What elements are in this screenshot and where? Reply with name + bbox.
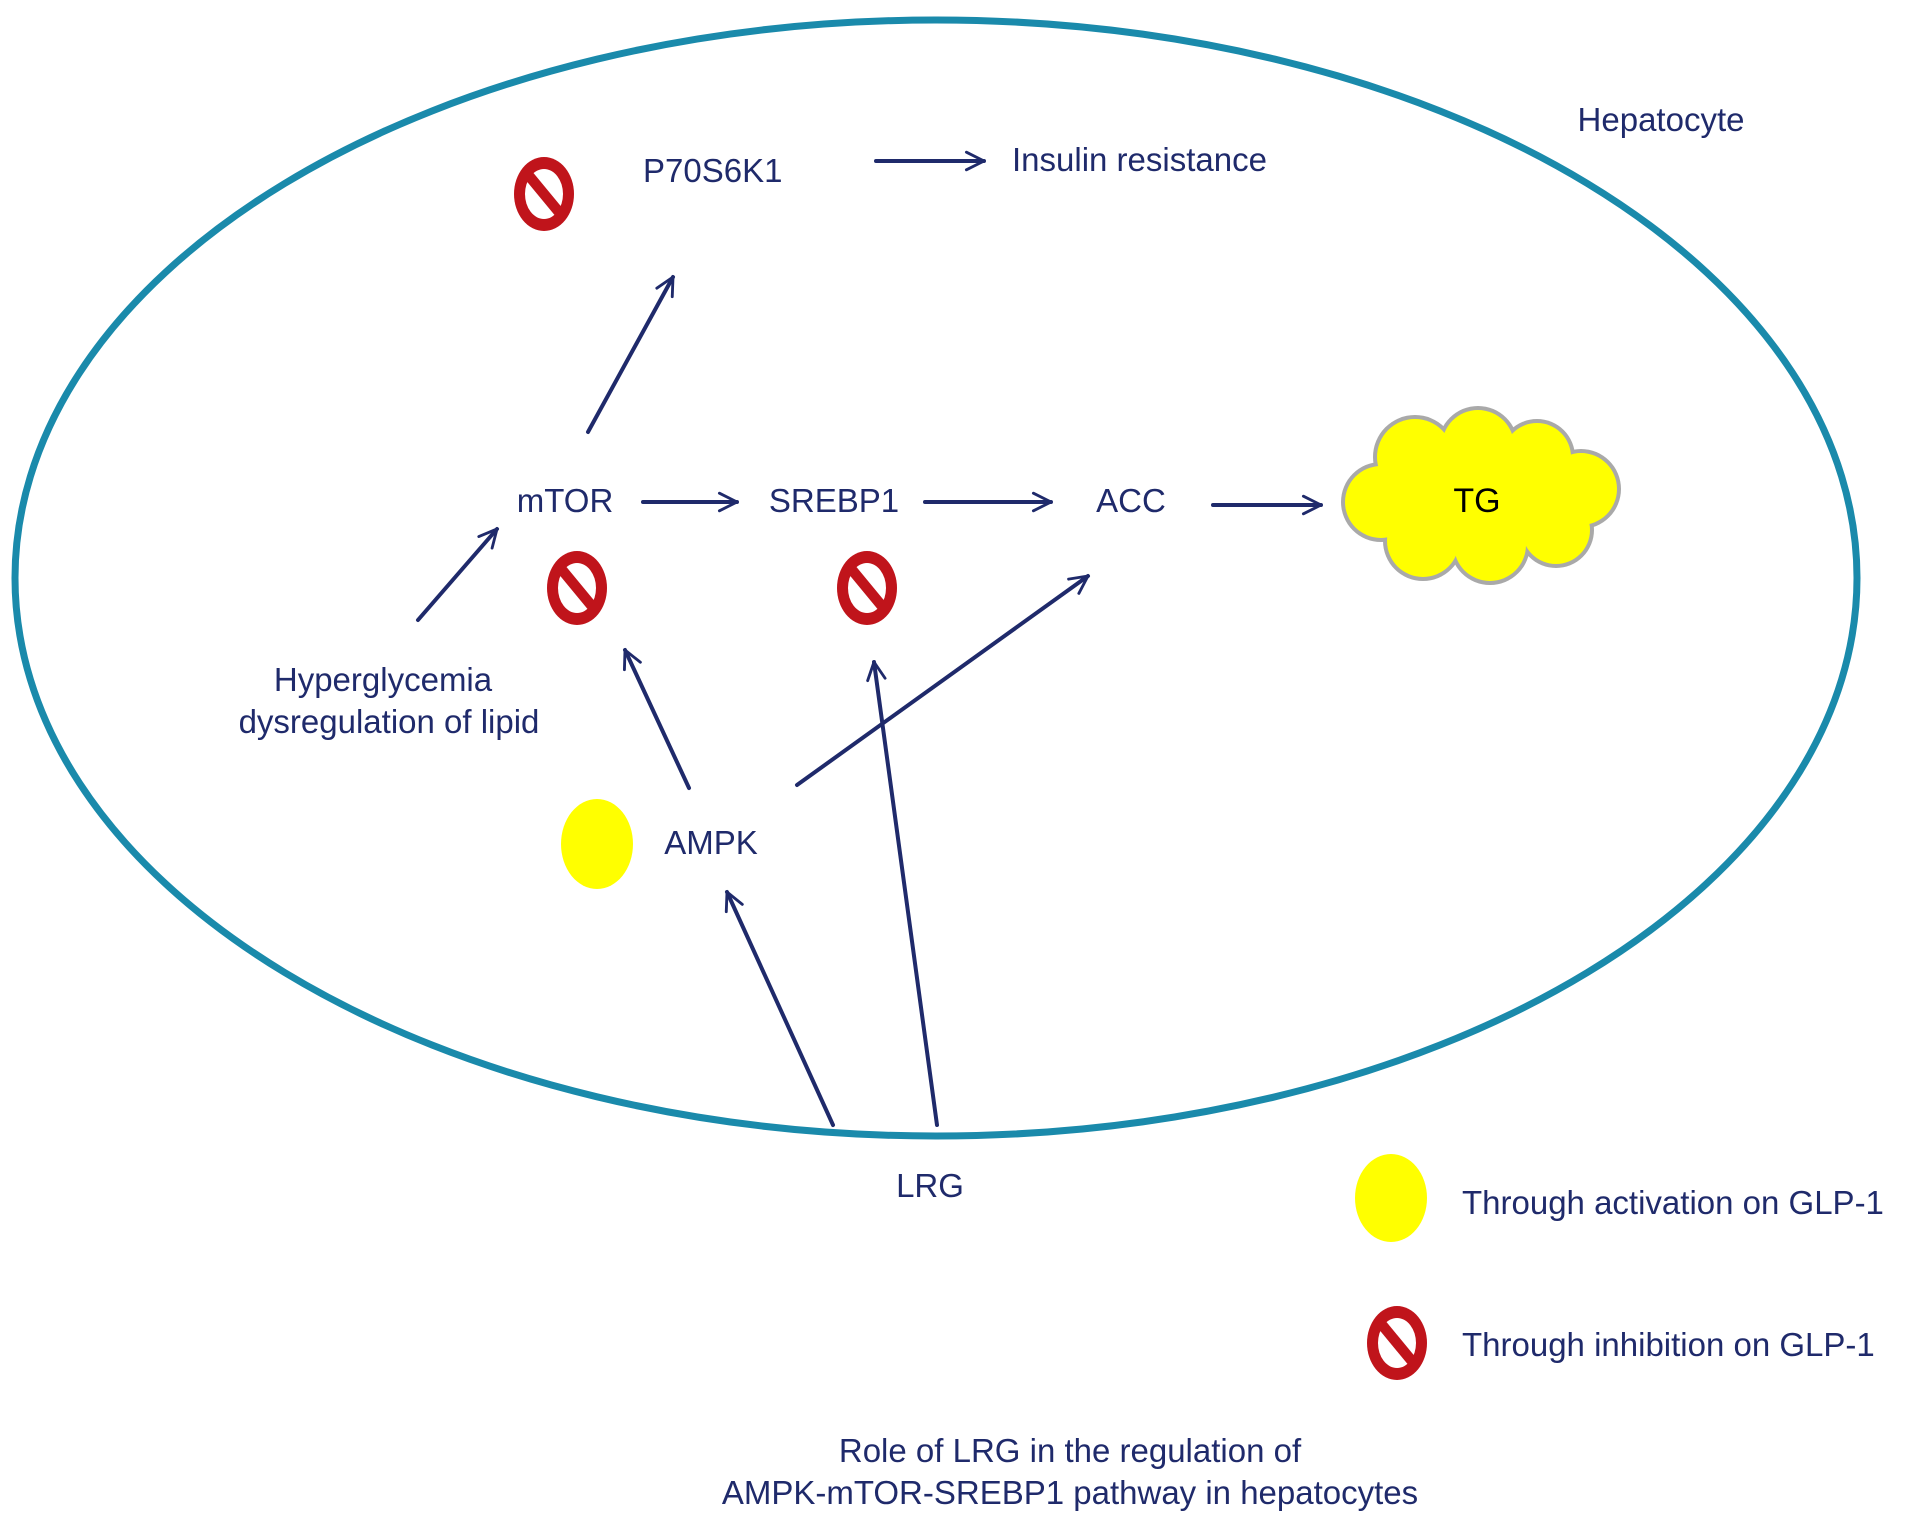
legend-inhibition-icon [1367, 1306, 1427, 1380]
node-insulin-resistance: Insulin resistance [1012, 141, 1267, 178]
arrow-mtor-to-p70s6k1 [586, 275, 675, 434]
node-srebp1: SREBP1 [769, 482, 899, 519]
legend-inhibition-label: Through inhibition on GLP-1 [1462, 1326, 1875, 1363]
node-lrg: LRG [896, 1167, 964, 1204]
legend-activation-label: Through activation on GLP-1 [1462, 1184, 1884, 1221]
node-hyperglycemia-line2: dysregulation of lipid [239, 703, 540, 740]
inhibition-icon-mtor [547, 551, 607, 625]
activation-icon-ampk [561, 799, 633, 889]
caption-line2: AMPK-mTOR-SREBP1 pathway in hepatocytes [722, 1474, 1418, 1511]
inhibition-icon-srebp1 [837, 551, 897, 625]
arrow-lrg-to-ampk [724, 890, 835, 1127]
node-tg: TG [1453, 482, 1500, 520]
tg-cloud [1341, 406, 1621, 585]
node-mtor: mTOR [517, 482, 614, 519]
arrow-lrg-to-srebp1 [866, 660, 939, 1127]
node-acc: ACC [1096, 482, 1166, 519]
caption-line1: Role of LRG in the regulation of [839, 1432, 1302, 1469]
arrow-ampk-to-acc [795, 574, 1090, 787]
legend-activation-icon [1355, 1154, 1427, 1242]
cell-label: Hepatocyte [1578, 101, 1745, 138]
arrow-hyperglycemia-to-mtor [416, 527, 499, 622]
node-p70s6k1: P70S6K1 [643, 152, 782, 189]
node-ampk: AMPK [664, 824, 758, 861]
node-hyperglycemia-line1: Hyperglycemia [274, 661, 493, 698]
arrow-ampk-to-mtor [622, 648, 691, 790]
inhibition-icon-p70s6k1 [514, 157, 574, 231]
hepatocyte-membrane [11, 16, 1861, 1140]
legend: Through activation on GLP-1 Through inhi… [1355, 1154, 1884, 1380]
